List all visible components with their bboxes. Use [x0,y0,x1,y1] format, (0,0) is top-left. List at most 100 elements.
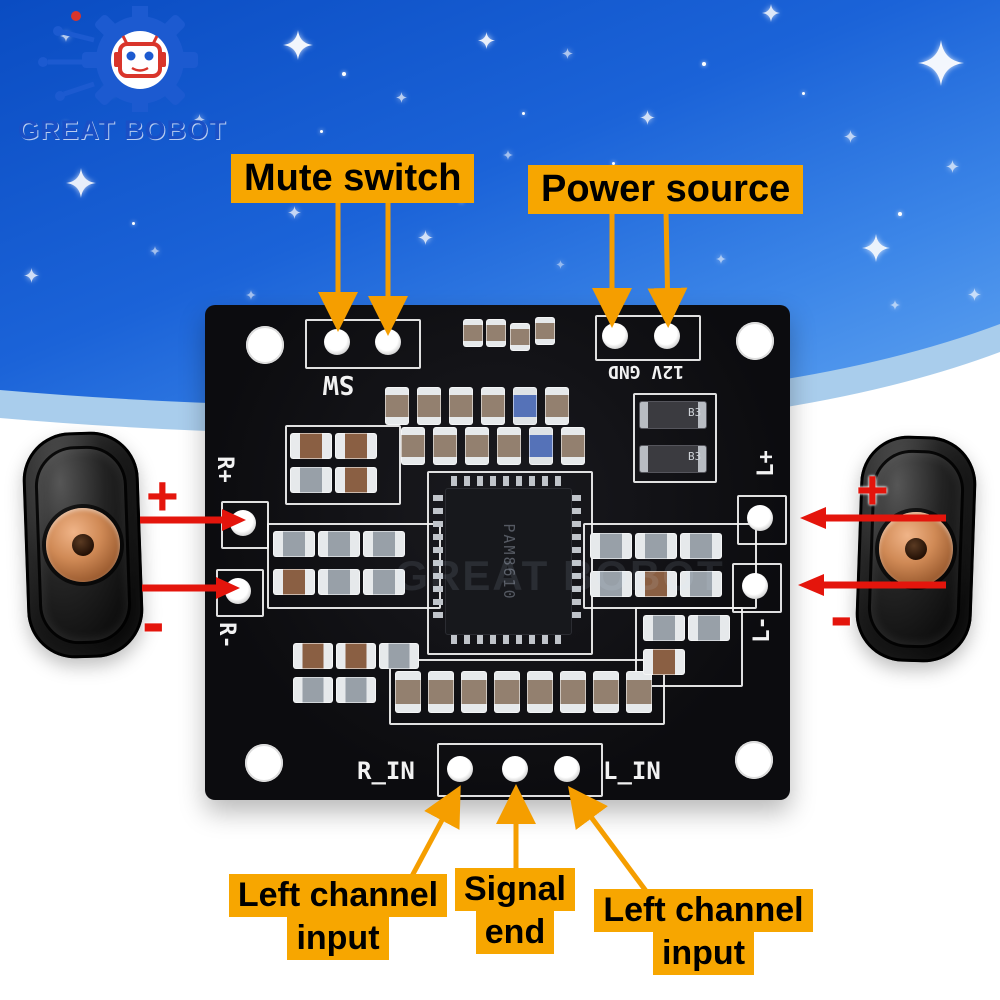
smd-component [688,615,730,641]
smd-component [513,387,537,425]
red-arrow-icon [140,509,246,531]
smd-component [535,317,555,345]
smd-component [486,319,506,347]
smd-component [290,467,332,493]
label-signal-end: Signal end [450,868,580,954]
sparkle-icon [556,260,565,269]
smd-marking: B3 [688,450,702,463]
sparkle-icon [418,230,433,245]
star-dot [898,212,902,216]
component-group-outline [633,393,717,483]
silkscreen-l-in: L_IN [603,757,661,785]
sparkle-icon [946,160,959,173]
smd-component [626,671,652,713]
smd-component [494,671,520,713]
label-line: Signal [454,868,576,911]
mounting-hole [245,744,283,782]
smd-component [433,427,457,465]
smd-component [385,387,409,425]
label-mute-switch: Mute switch [231,154,475,203]
smd-component [510,323,530,351]
l-plus-pad-outline [737,495,787,545]
polarity-plus-label: + [146,464,179,527]
silkscreen-sw: SW [323,369,355,399]
label-right-channel-input: Left channel input [594,889,813,975]
label-power-source: Power source [528,165,804,214]
star-dot [612,162,615,165]
copper-hole [904,537,928,561]
smd-component [449,387,473,425]
smd-component [497,427,521,465]
mute-switch-pad-hole [324,329,350,355]
sparkle-icon [844,130,857,143]
mounting-hole [246,326,284,364]
silkscreen-r-plus: R+ [211,456,237,483]
sparkle-icon [890,300,900,310]
smd-component [590,533,632,559]
smd-component [363,569,405,595]
l-plus-pad-hole [747,505,773,531]
star-dot [342,72,346,76]
l-in-pad-hole [554,756,580,782]
gear-robot-icon [38,2,198,118]
polarity-minus-label: - [830,578,853,654]
sparkle-icon [396,92,407,103]
mute-switch-pads-outline [305,319,421,369]
label-line: Left channel [228,874,448,917]
power-pad-hole [602,323,628,349]
smd-component [635,571,677,597]
sparkle-icon [283,30,313,60]
smd-component [379,643,419,669]
smd-component [463,319,483,347]
smd-marking: B3 [688,406,702,419]
sparkle-icon [288,206,301,219]
label-left-channel-input: Left channel input [228,874,448,960]
component-group-outline [635,607,743,687]
smd-component [680,571,722,597]
star-dot [522,112,525,115]
chip-pins [433,495,443,625]
smd-component [428,671,454,713]
sparkle-icon [968,288,981,301]
red-arrow-icon [800,507,946,529]
sparkle-icon [246,290,256,300]
l-minus-pad-hole [742,573,768,599]
polarity-minus-label: - [142,584,165,660]
smd-component [461,671,487,713]
chip-marking: PAM8610 [499,522,518,601]
silkscreen-l-plus: L+ [753,450,779,477]
polarity-plus-label: + [856,458,889,521]
star-dot [702,62,706,66]
chip-pins [451,476,564,486]
l-minus-pad-outline [732,563,782,613]
smd-component [639,401,707,429]
amplifier-chip: PAM8610 [445,488,572,635]
smd-component [590,571,632,597]
star-dot [64,122,67,125]
smd-component [545,387,569,425]
smd-component [273,569,315,595]
smd-component [335,433,377,459]
smd-component [561,427,585,465]
star-dot [320,130,323,133]
sparkle-icon [478,32,495,49]
smd-component [336,677,376,703]
smd-component [318,569,360,595]
power-pad-hole [654,323,680,349]
smd-component [290,433,332,459]
smd-component [293,677,333,703]
smd-component [635,533,677,559]
chip-pins [571,495,581,625]
sparkle-icon [562,48,573,59]
pcb-board: B3 B3 PAM8610 SW 12V GND R+ R- L+ L- R_I… [205,305,790,800]
smd-component [643,649,685,675]
component-group-outline [285,425,401,505]
sparkle-icon [24,268,39,283]
smd-component [593,671,619,713]
r-in-pad-hole [447,756,473,782]
smd-component [643,615,685,641]
smd-component [465,427,489,465]
mounting-hole [735,741,773,779]
brand-name: GREAT BOBOT [18,115,227,145]
